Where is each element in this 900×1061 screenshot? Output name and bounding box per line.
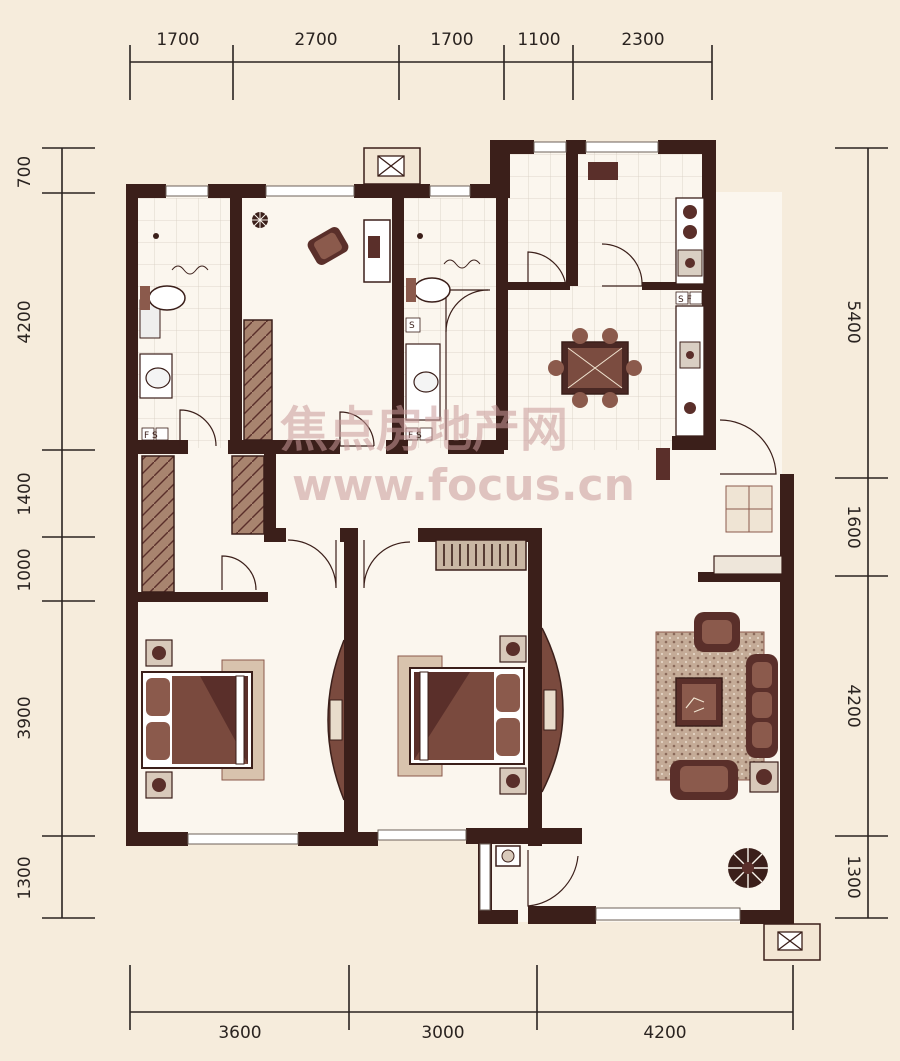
tv-console bbox=[713, 555, 783, 575]
dim-left-4: 1000 bbox=[15, 548, 35, 591]
s-label: S bbox=[409, 321, 415, 331]
dim-bottom-3: 4200 bbox=[643, 1023, 686, 1043]
wardrobe-hall bbox=[231, 455, 265, 535]
dimension-top: 1700 2700 1700 1100 2300 bbox=[129, 30, 713, 100]
living-room-furniture bbox=[655, 448, 783, 888]
sink-icon bbox=[413, 371, 439, 393]
ac-unit-bottom bbox=[763, 923, 821, 961]
dimension-right: 5400 1600 4200 1300 bbox=[835, 147, 888, 919]
armchair-icon bbox=[694, 612, 740, 652]
dim-top-4: 1100 bbox=[517, 30, 560, 50]
dim-right-4: 1300 bbox=[843, 855, 863, 898]
wardrobe-bedroom-2 bbox=[435, 539, 527, 571]
sf-label: S F bbox=[678, 295, 692, 305]
fs-label-1: F S bbox=[144, 431, 158, 441]
bookshelf bbox=[243, 319, 273, 441]
armchair-icon bbox=[670, 760, 738, 800]
bed-2 bbox=[397, 635, 527, 795]
dim-bottom-1: 3600 bbox=[218, 1023, 261, 1043]
wardrobes bbox=[141, 455, 527, 593]
dim-right-2: 1600 bbox=[843, 505, 863, 548]
study-furniture bbox=[243, 212, 391, 441]
watermark-text-cn: 焦点房地产网 bbox=[280, 402, 568, 458]
watermark: 焦点房地产网 www.focus.cn bbox=[280, 402, 635, 511]
dim-left-2: 4200 bbox=[15, 300, 35, 343]
dimension-left: 700 4200 1400 1000 3900 1300 bbox=[15, 147, 95, 919]
dim-right-1: 5400 bbox=[843, 300, 863, 343]
toilet-icon bbox=[413, 277, 451, 303]
dim-left-1: 700 bbox=[15, 156, 35, 188]
chair-icon bbox=[307, 227, 349, 265]
sink-icon bbox=[145, 367, 171, 389]
dining-table bbox=[548, 328, 642, 408]
tv-cabinet-1 bbox=[327, 639, 345, 801]
range-hood bbox=[588, 162, 618, 180]
bathroom-1-fixtures: F S bbox=[139, 233, 209, 441]
dim-left-6: 1300 bbox=[15, 856, 35, 899]
plant-icon bbox=[252, 212, 268, 228]
dim-top-2: 2700 bbox=[294, 30, 337, 50]
fs-label-2: F S bbox=[408, 431, 422, 441]
dim-top-5: 2300 bbox=[621, 30, 664, 50]
bed-1 bbox=[141, 639, 265, 799]
dimension-bottom: 3600 3000 4200 bbox=[129, 965, 794, 1043]
watermark-text-url: www.focus.cn bbox=[292, 460, 635, 511]
dim-left-3: 1400 bbox=[15, 472, 35, 515]
dim-left-5: 3900 bbox=[15, 696, 35, 739]
dim-top-1: 1700 bbox=[156, 30, 199, 50]
toilet-icon bbox=[148, 285, 186, 311]
bathroom-2-fixtures: S F S bbox=[405, 233, 481, 441]
ac-unit-top bbox=[363, 147, 421, 185]
windows bbox=[165, 141, 741, 921]
balcony-fixtures bbox=[495, 845, 521, 867]
plant-icon bbox=[728, 848, 768, 888]
doors bbox=[179, 243, 777, 907]
dim-top-3: 1700 bbox=[430, 30, 473, 50]
dim-bottom-2: 3000 bbox=[421, 1023, 464, 1043]
entry-wardrobe bbox=[656, 448, 670, 480]
wardrobe-bedroom-1 bbox=[141, 455, 175, 593]
tv-cabinet-2 bbox=[541, 627, 564, 793]
kitchen-fixtures: S F bbox=[588, 162, 705, 437]
dim-right-3: 4200 bbox=[843, 684, 863, 727]
